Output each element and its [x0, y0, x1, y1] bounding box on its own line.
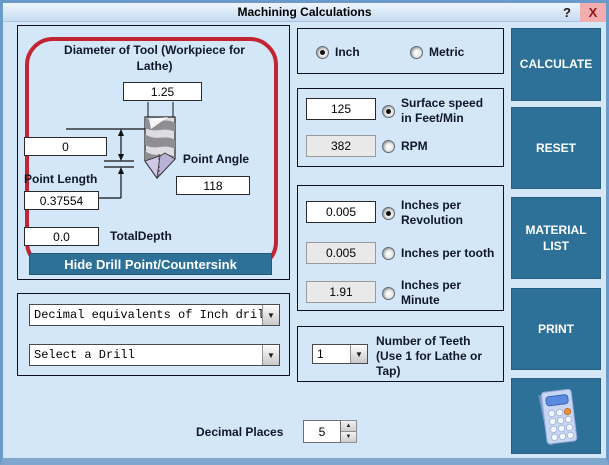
metric-radio-row: Metric	[410, 45, 464, 60]
metric-radio[interactable]	[410, 46, 423, 59]
inches-per-minute-radio-label[interactable]: Inches per Minute	[401, 278, 462, 307]
drill-series-combo-value: Decimal equivalents of Inch dril	[34, 308, 262, 322]
drill-series-combo[interactable]: Decimal equivalents of Inch dril ▼	[29, 304, 280, 326]
inches-per-minute-radio-row: Inches per Minute	[382, 278, 461, 308]
inch-radio[interactable]	[316, 46, 329, 59]
inches-per-minute-radio[interactable]	[382, 286, 395, 300]
inch-radio-label[interactable]: Inch	[335, 45, 360, 59]
inches-per-tooth-radio-row: Inches per tooth	[382, 246, 494, 261]
reset-button[interactable]: RESET	[511, 107, 601, 189]
metric-radio-label[interactable]: Metric	[429, 45, 465, 59]
point-length-label: Point Length	[24, 172, 98, 186]
inches-per-tooth-radio-label[interactable]: Inches per tooth	[401, 246, 495, 260]
spinner-up-button[interactable]: ▲	[341, 420, 357, 432]
point-angle-input[interactable]	[176, 176, 250, 195]
inches-per-tooth-input	[306, 242, 376, 264]
rpm-radio-label[interactable]: RPM	[401, 139, 428, 153]
depth-input[interactable]	[24, 137, 107, 156]
drill-bit-icon	[144, 116, 176, 180]
decimal-places-input[interactable]	[303, 420, 341, 443]
surface-speed-input[interactable]	[306, 98, 376, 120]
inches-per-revolution-input[interactable]	[306, 201, 376, 223]
calculator-button[interactable]	[511, 378, 601, 454]
dropdown-arrow-icon[interactable]: ▼	[262, 345, 279, 365]
surface-speed-radio-row: Surface speed in Feet/Min	[382, 96, 483, 126]
spinner-down-button[interactable]: ▼	[341, 432, 357, 443]
teeth-combo-value: 1	[317, 347, 324, 361]
tool-group-title: Diameter of Tool (Workpiece for Lathe)	[64, 43, 245, 73]
decimal-places-spinner: ▲ ▼	[303, 420, 357, 443]
point-length-input[interactable]	[24, 191, 99, 210]
window-title: Machining Calculations	[237, 5, 372, 19]
surface-speed-radio[interactable]	[382, 104, 395, 118]
number-of-teeth-label: Number of Teeth (Use 1 for Lathe or Tap)	[376, 334, 483, 378]
inch-radio-row: Inch	[316, 45, 360, 60]
calculate-button[interactable]: CALCULATE	[511, 28, 601, 101]
feed-group: Inches per Revolution Inches per tooth I…	[297, 185, 504, 311]
hide-drill-point-button[interactable]: Hide Drill Point/Countersink	[29, 253, 272, 275]
drill-combo[interactable]: Select a Drill ▼	[29, 344, 280, 366]
inches-per-revolution-radio-label[interactable]: Inches per Revolution	[401, 198, 463, 227]
point-angle-label: Point Angle	[182, 152, 250, 166]
titlebar[interactable]: Machining Calculations ? X	[3, 3, 606, 22]
units-group: Inch Metric	[297, 28, 504, 74]
inches-per-revolution-radio-row: Inches per Revolution	[382, 198, 463, 228]
material-list-button[interactable]: MATERIAL LIST	[511, 197, 601, 279]
drill-combo-value: Select a Drill	[34, 348, 135, 362]
decimal-places-label: Decimal Places	[196, 425, 284, 439]
dropdown-arrow-icon[interactable]: ▼	[262, 305, 279, 325]
teeth-combo[interactable]: 1 ▼	[312, 344, 368, 364]
rpm-radio-row: RPM	[382, 139, 428, 154]
diameter-input[interactable]	[123, 82, 202, 101]
calculator-icon	[538, 388, 578, 446]
rpm-radio[interactable]	[382, 140, 395, 153]
inches-per-tooth-radio[interactable]	[382, 247, 395, 260]
surface-speed-radio-label[interactable]: Surface speed in Feet/Min	[401, 96, 484, 125]
print-button[interactable]: PRINT	[511, 288, 601, 370]
spinner-buttons: ▲ ▼	[341, 420, 357, 443]
rpm-input	[306, 135, 376, 157]
help-button[interactable]: ?	[563, 5, 571, 20]
tool-diameter-group: Diameter of Tool (Workpiece for Lathe) P…	[17, 25, 290, 280]
drill-selection-group: Decimal equivalents of Inch dril ▼ Selec…	[17, 293, 290, 376]
inches-per-revolution-radio[interactable]	[382, 206, 395, 220]
inches-per-minute-input	[306, 281, 376, 303]
close-button[interactable]: X	[580, 3, 606, 22]
total-depth-input[interactable]	[24, 227, 99, 246]
speed-group: Surface speed in Feet/Min RPM	[297, 88, 504, 167]
dropdown-arrow-icon[interactable]: ▼	[350, 345, 367, 363]
total-depth-label: TotalDepth	[110, 229, 172, 243]
number-of-teeth-group: 1 ▼ Number of Teeth (Use 1 for Lathe or …	[297, 326, 504, 382]
